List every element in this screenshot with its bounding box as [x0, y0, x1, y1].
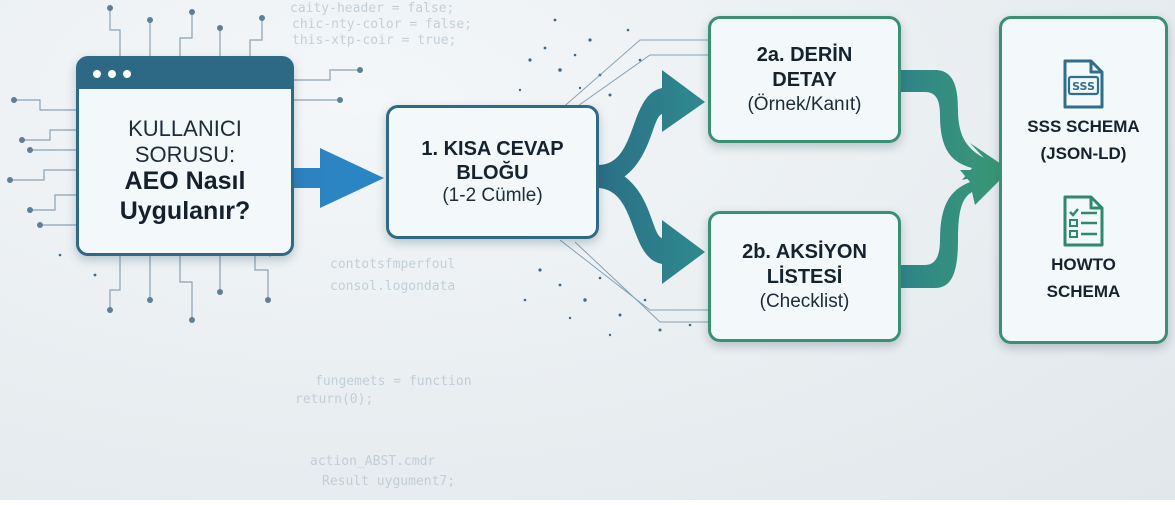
code-line: fungemets = function	[315, 374, 472, 389]
deep-detail-title-line2: DETAY	[772, 68, 837, 91]
user-question-line2: SORUSU:	[134, 141, 236, 167]
circuit-nodes	[7, 5, 363, 323]
action-list-title-line1: 2b. AKSİYON	[742, 240, 867, 263]
faq-icon-label: SSS	[1073, 80, 1096, 93]
code-line: caity-header = false;	[290, 1, 454, 16]
code-line: this-xtp-coir = true;	[292, 33, 456, 48]
window-dot	[123, 70, 131, 78]
schema-box: SSS SSS SCHEMA (JSON-LD) HOWTO SCHEMA	[999, 16, 1168, 344]
user-question-text: KULLANICI SORUSU: AEO Nasıl Uygulanır?	[120, 89, 251, 253]
faq-schema-block: SSS SSS SCHEMA (JSON-LD)	[1027, 58, 1140, 165]
code-line: chic-nty-color = false;	[292, 17, 472, 32]
short-answer-title-line1: 1. KISA CEVAP	[421, 137, 564, 160]
code-line: contotsfmperfoul	[330, 257, 455, 272]
code-line: return(0);	[295, 392, 373, 407]
user-question-line3: AEO Nasıl	[124, 167, 246, 196]
short-answer-box: 1. KISA CEVAP BLOĞU (1-2 Cümle)	[386, 105, 599, 239]
merge-arrow-action	[901, 170, 1010, 288]
user-question-line4: Uygulanır?	[119, 196, 251, 225]
howto-schema-block: HOWTO SCHEMA	[1046, 194, 1121, 303]
short-answer-title-line2: BLOĞU	[456, 161, 529, 184]
deep-detail-subtitle: (Örnek/Kanıt)	[747, 93, 862, 115]
user-question-window: KULLANICI SORUSU: AEO Nasıl Uygulanır?	[76, 56, 294, 256]
deep-detail-title-line1: 2a. DERİN	[756, 43, 853, 66]
branch-arrow-action	[598, 165, 705, 284]
code-line: consol.logondata	[330, 279, 455, 294]
circuit-traces	[10, 8, 360, 320]
background-code: caity-header = false; chic-nty-color = f…	[290, 1, 472, 489]
window-titlebar	[79, 59, 291, 89]
connector-lines	[559, 39, 708, 323]
checklist-icon	[1063, 195, 1104, 246]
short-answer-subtitle: (1-2 Cümle)	[442, 184, 543, 206]
action-list-title-line2: LİSTESİ	[766, 265, 843, 288]
faq-document-icon: SSS	[1063, 59, 1104, 109]
window-dot	[108, 70, 116, 78]
branch-arrow-detail	[598, 70, 705, 188]
deep-detail-box: 2a. DERİN DETAY (Örnek/Kanıt)	[708, 16, 901, 143]
code-line: Result uygument7;	[322, 474, 455, 489]
user-question-line1: KULLANICI	[128, 115, 242, 141]
howto-schema-line2: SCHEMA	[1046, 281, 1121, 301]
faq-schema-line1: SSS SCHEMA	[1027, 117, 1140, 136]
howto-schema-line1: HOWTO	[1051, 254, 1116, 274]
code-line: action_ABST.cmdr	[310, 454, 435, 469]
faq-schema-line2: (JSON-LD)	[1040, 144, 1127, 164]
window-dot	[93, 70, 101, 78]
action-list-box: 2b. AKSİYON LİSTESİ (Checklist)	[708, 211, 901, 342]
merge-arrow-detail	[901, 70, 1010, 180]
particle-dots	[58, 18, 692, 337]
action-list-subtitle: (Checklist)	[759, 290, 850, 312]
